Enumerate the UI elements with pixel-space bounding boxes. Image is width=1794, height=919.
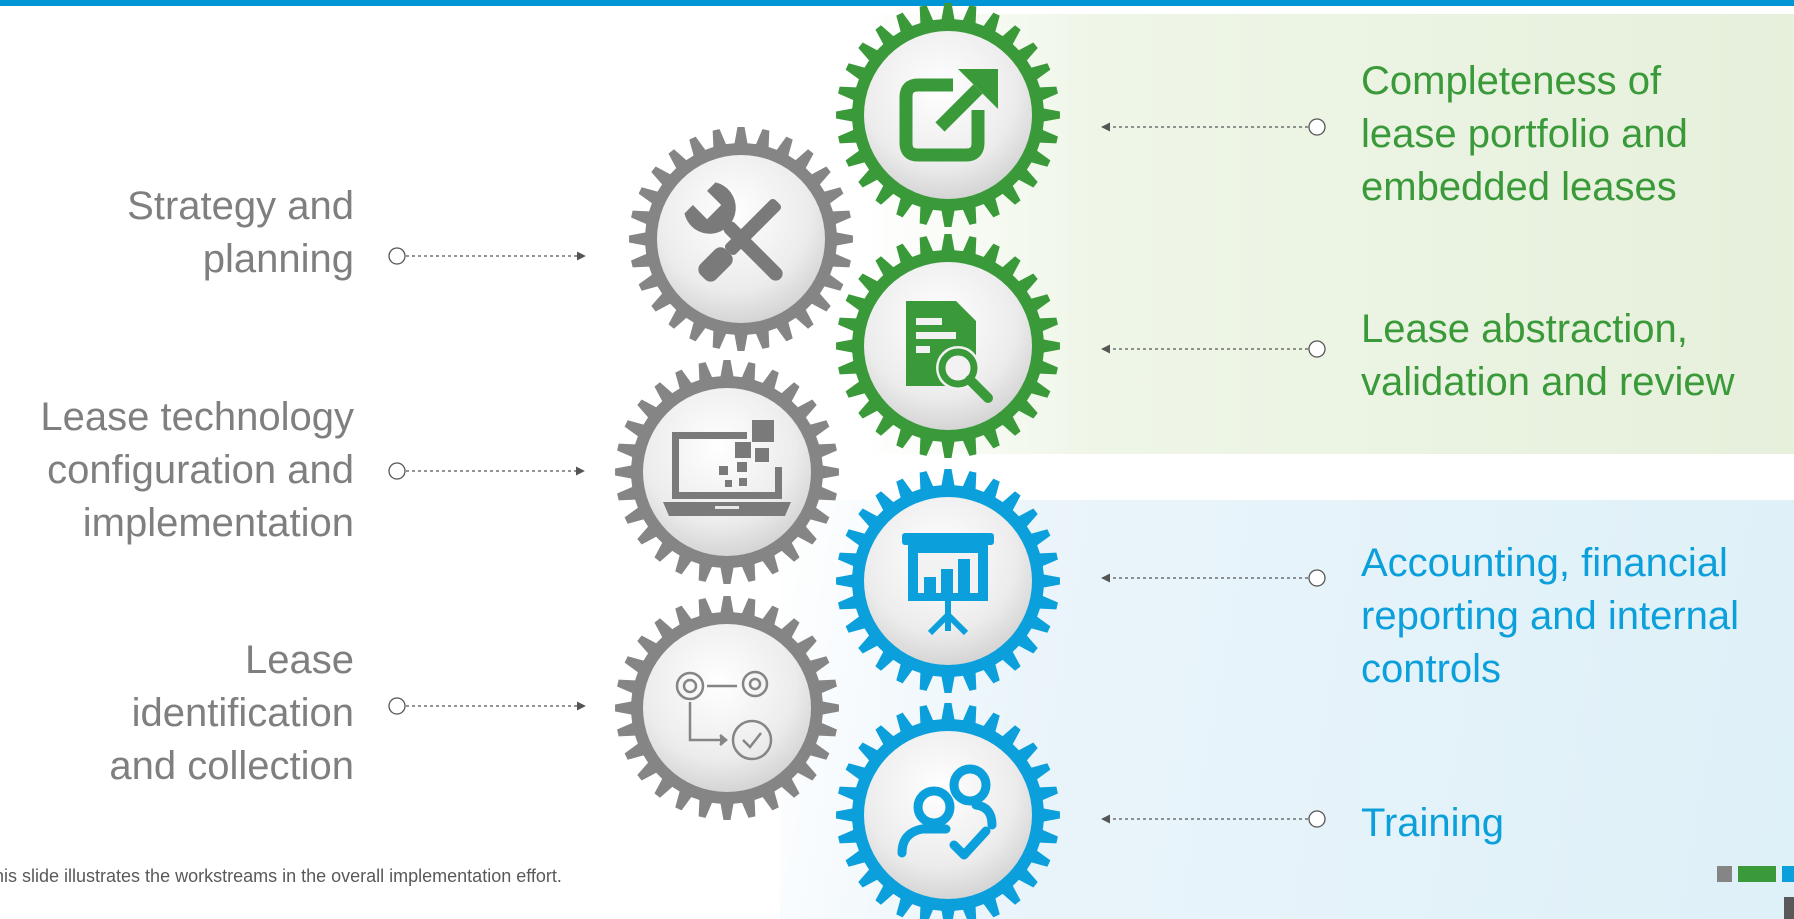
deco-gray-block: [1717, 866, 1732, 882]
label-training: Training: [1361, 801, 1505, 845]
gear-strategy: [629, 127, 853, 351]
footnote: his slide illustrates the workstreams in…: [0, 866, 562, 886]
connector-completeness: [1101, 118, 1326, 136]
gear-technology: [615, 360, 839, 584]
connector-training: [1101, 810, 1326, 828]
connector-strategy: [388, 247, 586, 265]
external-link-icon: [899, 69, 998, 162]
connector-identification: [388, 697, 586, 715]
connector-technology: [388, 462, 585, 480]
label-lease-identification: Lease identification and collection: [109, 638, 354, 788]
users-check-icon: [897, 764, 997, 860]
header-bar: [0, 0, 1794, 6]
connector-abstraction: [1101, 340, 1326, 358]
label-lease-abstraction: Lease abstraction, validation and review: [1361, 307, 1735, 404]
connector-accounting: [1101, 569, 1326, 587]
document-search-icon: [906, 301, 993, 403]
deco-green-block: [1738, 866, 1776, 882]
deco-blue-block: [1782, 866, 1794, 882]
gear-completeness: [836, 3, 1060, 227]
tools-icon: [684, 182, 783, 282]
gear-accounting: [836, 469, 1060, 693]
label-strategy-planning: Strategy and planning: [127, 184, 354, 281]
gear-abstraction: [836, 234, 1060, 458]
connectors: [388, 118, 1326, 828]
deco-dark-block: [1784, 897, 1794, 919]
label-lease-technology: Lease technology configuration and imple…: [40, 395, 354, 545]
laptop-icon: [663, 420, 791, 516]
label-completeness: Completeness of lease portfolio and embe…: [1361, 59, 1688, 209]
gear-training: [836, 703, 1060, 919]
presentation-chart-icon: [902, 533, 994, 636]
label-accounting: Accounting, financial reporting and inte…: [1361, 541, 1740, 691]
process-gears-icon: [675, 670, 773, 761]
gear-identification: [615, 596, 839, 820]
